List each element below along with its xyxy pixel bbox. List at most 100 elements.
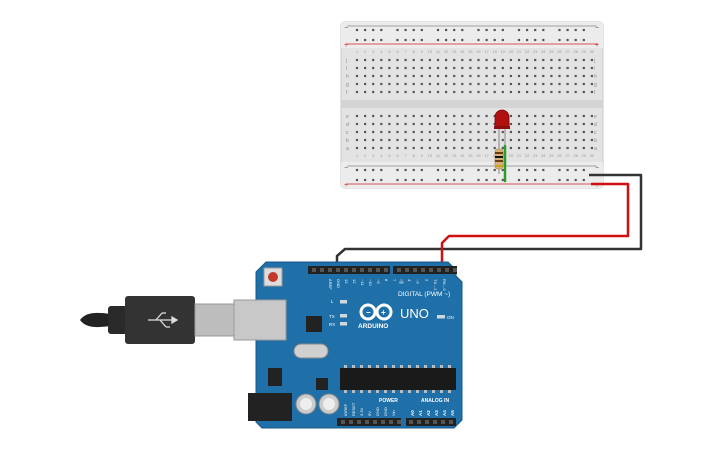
breadboard-hole[interactable] <box>412 82 415 86</box>
breadboard-hole[interactable] <box>509 138 512 142</box>
breadboard-hole[interactable] <box>501 66 504 70</box>
breadboard-hole[interactable] <box>590 122 593 126</box>
breadboard-hole[interactable] <box>501 146 504 150</box>
breadboard-hole[interactable] <box>501 38 504 42</box>
breadboard-hole[interactable] <box>534 178 537 182</box>
breadboard-hole[interactable] <box>396 178 399 182</box>
breadboard-hole[interactable] <box>436 122 440 126</box>
header-pin-hole[interactable] <box>344 268 348 272</box>
header-pin-hole[interactable] <box>312 268 316 272</box>
breadboard-hole[interactable] <box>558 138 561 142</box>
breadboard-hole[interactable] <box>396 146 399 150</box>
breadboard-hole[interactable] <box>574 90 577 94</box>
breadboard-hole[interactable] <box>534 146 537 150</box>
breadboard-hole[interactable] <box>550 66 553 70</box>
breadboard-hole[interactable] <box>380 82 383 86</box>
breadboard-hole[interactable] <box>436 74 440 78</box>
breadboard-hole[interactable] <box>590 74 593 78</box>
breadboard-hole[interactable] <box>404 74 407 78</box>
breadboard-hole[interactable] <box>445 90 448 94</box>
breadboard-hole[interactable] <box>404 178 407 182</box>
header-pin-hole[interactable] <box>433 420 437 424</box>
breadboard-hole[interactable] <box>542 114 545 118</box>
breadboard-hole[interactable] <box>493 38 496 42</box>
breadboard-hole[interactable] <box>453 146 456 150</box>
breadboard-hole[interactable] <box>412 178 415 182</box>
breadboard-hole[interactable] <box>566 58 569 62</box>
breadboard-hole[interactable] <box>566 90 569 94</box>
breadboard-hole[interactable] <box>509 130 512 134</box>
breadboard-hole[interactable] <box>380 138 383 142</box>
breadboard-hole[interactable] <box>420 90 423 94</box>
breadboard-hole[interactable] <box>355 74 359 78</box>
breadboard-hole[interactable] <box>420 168 423 172</box>
breadboard-hole[interactable] <box>477 138 480 142</box>
breadboard-hole[interactable] <box>526 90 529 94</box>
breadboard-hole[interactable] <box>469 114 472 118</box>
breadboard-hole[interactable] <box>542 74 545 78</box>
breadboard-hole[interactable] <box>420 66 423 70</box>
breadboard-hole[interactable] <box>428 90 431 94</box>
black-ground-wire[interactable] <box>335 173 643 272</box>
breadboard-hole[interactable] <box>542 82 545 86</box>
breadboard-hole[interactable] <box>550 74 553 78</box>
breadboard-hole[interactable] <box>436 168 440 172</box>
breadboard-hole[interactable] <box>469 122 472 126</box>
breadboard-hole[interactable] <box>396 122 399 126</box>
breadboard-hole[interactable] <box>469 138 472 142</box>
breadboard-hole[interactable] <box>364 38 367 42</box>
breadboard-hole[interactable] <box>501 90 504 94</box>
breadboard-hole[interactable] <box>420 138 423 142</box>
breadboard-hole[interactable] <box>485 114 488 118</box>
breadboard-hole[interactable] <box>509 114 512 118</box>
breadboard-hole[interactable] <box>477 114 480 118</box>
breadboard-hole[interactable] <box>501 58 504 62</box>
resistor[interactable] <box>494 143 504 174</box>
breadboard-hole[interactable] <box>396 28 399 32</box>
breadboard-hole[interactable] <box>526 168 529 172</box>
breadboard-hole[interactable] <box>372 146 375 150</box>
header-pin-hole[interactable] <box>397 268 401 272</box>
breadboard-hole[interactable] <box>453 138 456 142</box>
breadboard-hole[interactable] <box>388 146 391 150</box>
breadboard-hole[interactable] <box>445 38 448 42</box>
breadboard-hole[interactable] <box>501 178 504 182</box>
breadboard-hole[interactable] <box>542 130 545 134</box>
breadboard-hole[interactable] <box>517 178 521 182</box>
breadboard-hole[interactable] <box>436 82 440 86</box>
breadboard-hole[interactable] <box>469 90 472 94</box>
breadboard-hole[interactable] <box>582 74 585 78</box>
breadboard-hole[interactable] <box>574 122 577 126</box>
breadboard-hole[interactable] <box>445 122 448 126</box>
breadboard-hole[interactable] <box>372 28 375 32</box>
breadboard-hole[interactable] <box>590 138 593 142</box>
breadboard-hole[interactable] <box>404 28 407 32</box>
breadboard-hole[interactable] <box>461 122 464 126</box>
breadboard-hole[interactable] <box>477 122 480 126</box>
breadboard-hole[interactable] <box>372 82 375 86</box>
breadboard-hole[interactable] <box>396 82 399 86</box>
breadboard-hole[interactable] <box>388 66 391 70</box>
breadboard-hole[interactable] <box>396 66 399 70</box>
breadboard-hole[interactable] <box>372 130 375 134</box>
breadboard-hole[interactable] <box>445 178 448 182</box>
header-pin-hole[interactable] <box>441 420 445 424</box>
breadboard-hole[interactable] <box>453 28 456 32</box>
breadboard-hole[interactable] <box>469 82 472 86</box>
breadboard-hole[interactable] <box>388 74 391 78</box>
breadboard-hole[interactable] <box>388 138 391 142</box>
breadboard-hole[interactable] <box>412 66 415 70</box>
breadboard-hole[interactable] <box>477 178 480 182</box>
breadboard-hole[interactable] <box>534 82 537 86</box>
breadboard-hole[interactable] <box>453 122 456 126</box>
breadboard-hole[interactable] <box>453 90 456 94</box>
header-pin-hole[interactable] <box>413 268 417 272</box>
breadboard-hole[interactable] <box>558 66 561 70</box>
header-pin-hole[interactable] <box>405 268 409 272</box>
breadboard-hole[interactable] <box>566 138 569 142</box>
breadboard-hole[interactable] <box>364 90 367 94</box>
breadboard-hole[interactable] <box>477 90 480 94</box>
breadboard-hole[interactable] <box>477 146 480 150</box>
breadboard-hole[interactable] <box>566 114 569 118</box>
breadboard-hole[interactable] <box>445 82 448 86</box>
